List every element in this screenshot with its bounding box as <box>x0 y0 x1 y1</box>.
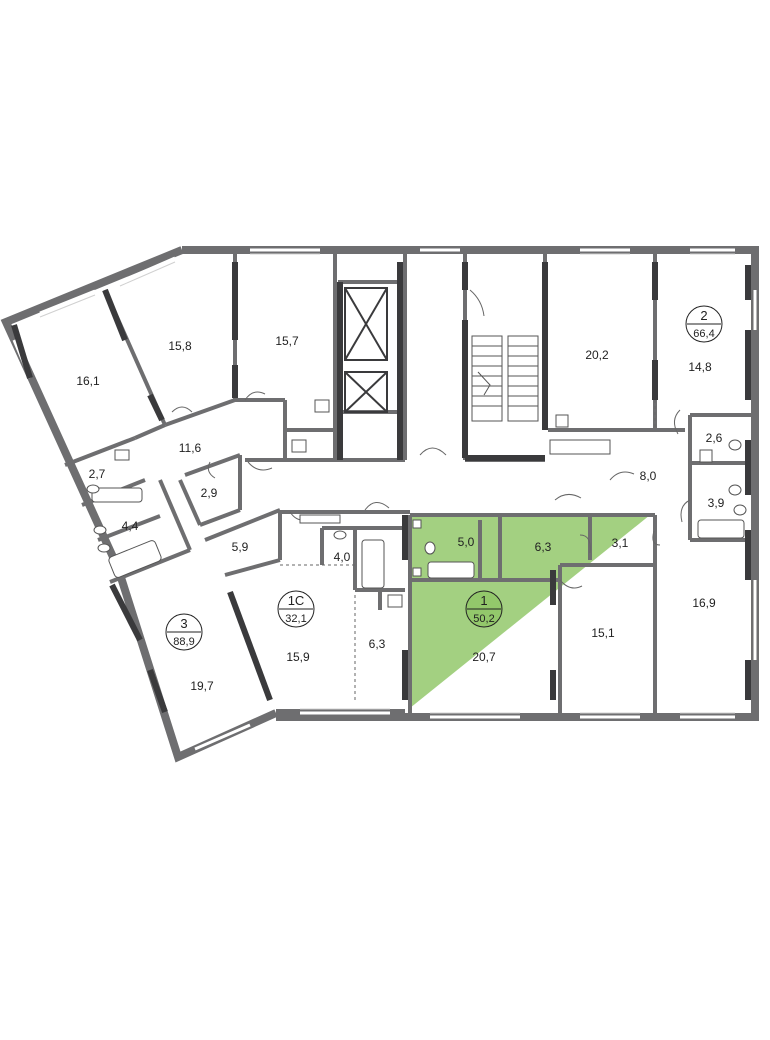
apartment-number: 2 <box>700 308 707 323</box>
interior-walls <box>64 250 755 717</box>
apartment-area: 50,2 <box>473 613 494 625</box>
apartment-area: 32,1 <box>285 613 306 625</box>
load-bearing-walls <box>11 262 751 714</box>
room-area: 6,3 <box>535 540 552 554</box>
room-area: 16,1 <box>76 374 100 388</box>
apartment-area: 88,9 <box>173 636 194 648</box>
room-area: 5,9 <box>232 540 249 554</box>
room-area: 3,1 <box>612 536 629 550</box>
room-area: 2,9 <box>201 486 218 500</box>
room-area: 3,9 <box>708 496 725 510</box>
room-area: 6,3 <box>369 637 386 651</box>
fixtures <box>86 399 747 608</box>
room-area: 14,8 <box>688 360 712 374</box>
apartment-number: 1 <box>480 593 487 608</box>
apartment-area: 66,4 <box>693 328 714 340</box>
staircase <box>471 335 539 422</box>
apartment-number: 1С <box>288 593 305 608</box>
room-area: 4,4 <box>122 519 139 533</box>
room-area: 19,7 <box>190 679 214 693</box>
room-area: 15,8 <box>168 339 192 353</box>
room-area: 15,7 <box>275 334 299 348</box>
apartment-badge-3[interactable]: 3 88,9 <box>165 613 203 651</box>
dashed-lines <box>280 400 656 700</box>
room-area: 5,0 <box>458 535 475 549</box>
apartment-badge-1c[interactable]: 1С 32,1 <box>277 590 315 628</box>
room-area: 15,9 <box>286 650 310 664</box>
apartment-badge-2[interactable]: 2 66,4 <box>685 305 723 343</box>
room-labels: 16,1 15,8 15,7 11,6 2,7 2,9 4,4 19,7 5,9… <box>76 334 724 693</box>
lift-shafts <box>344 287 388 413</box>
room-area: 8,0 <box>640 469 657 483</box>
window-frames <box>39 253 735 714</box>
windows <box>12 248 757 751</box>
room-area: 15,1 <box>591 626 615 640</box>
room-area: 20,2 <box>585 348 609 362</box>
apartment-number: 3 <box>180 616 187 631</box>
room-area: 20,7 <box>472 650 496 664</box>
room-area: 11,6 <box>179 441 202 455</box>
room-area: 16,9 <box>692 596 716 610</box>
room-area: 2,6 <box>706 431 723 445</box>
room-area: 4,0 <box>334 550 351 564</box>
doors <box>171 289 691 589</box>
room-area: 2,7 <box>89 467 106 481</box>
apartment-badge-1[interactable]: 1 50,2 <box>465 590 503 628</box>
